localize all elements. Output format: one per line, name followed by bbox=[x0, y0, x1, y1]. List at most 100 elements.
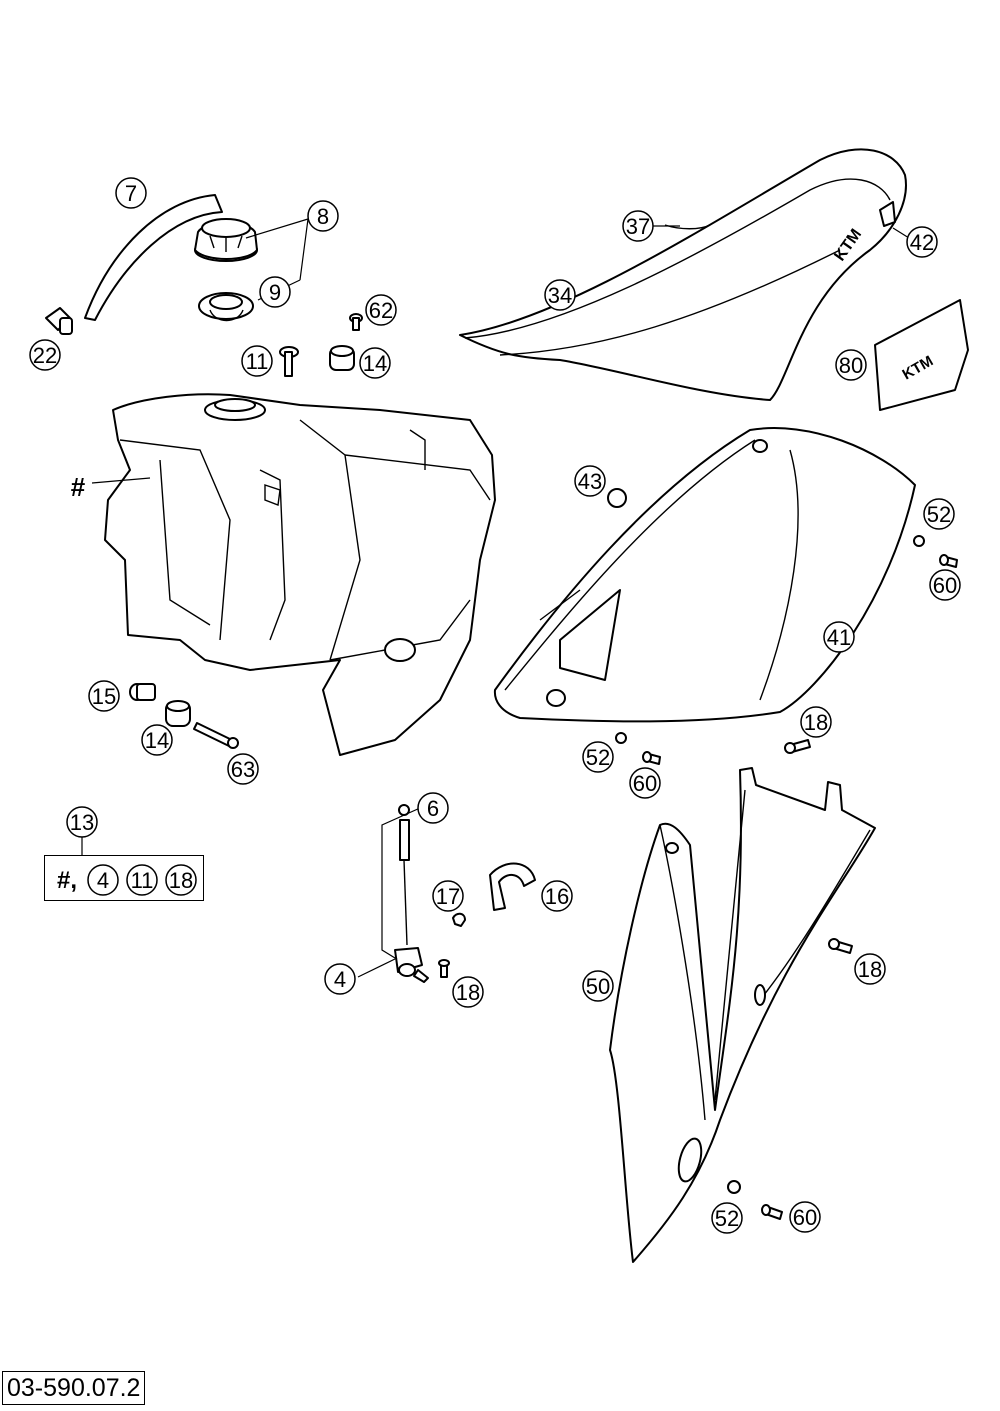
document-code: 03-590.07.2 bbox=[2, 1371, 146, 1405]
callout-22: 22 bbox=[29, 339, 61, 371]
screw-60-b bbox=[642, 751, 661, 765]
svg-text:11: 11 bbox=[246, 349, 269, 374]
svg-text:60: 60 bbox=[793, 1205, 817, 1230]
washer-52-a bbox=[913, 535, 925, 547]
svg-text:50: 50 bbox=[586, 974, 610, 999]
screw-62 bbox=[349, 313, 363, 331]
svg-text:63: 63 bbox=[231, 757, 255, 782]
svg-text:18: 18 bbox=[169, 868, 193, 893]
svg-text:18: 18 bbox=[456, 980, 480, 1005]
svg-text:#: # bbox=[71, 472, 86, 502]
washer-52-c bbox=[727, 1180, 741, 1194]
svg-text:52: 52 bbox=[927, 502, 951, 527]
tank-cap bbox=[194, 218, 258, 262]
callout-17: 17 bbox=[432, 880, 464, 912]
kit-contents: #, 4 11 18 bbox=[57, 864, 197, 896]
collar-15 bbox=[129, 683, 156, 701]
seat: KTM bbox=[459, 148, 907, 401]
bushing-14-top bbox=[329, 345, 355, 371]
kit-item-4: 4 bbox=[87, 864, 119, 896]
svg-text:37: 37 bbox=[626, 214, 650, 239]
svg-text:4: 4 bbox=[97, 868, 109, 893]
fuel-hose bbox=[84, 194, 223, 321]
svg-text:60: 60 bbox=[933, 573, 957, 598]
callout-62: 62 bbox=[365, 294, 397, 326]
cap-seal bbox=[198, 292, 254, 322]
svg-text:43: 43 bbox=[578, 469, 602, 494]
callout-80: 80 bbox=[835, 349, 867, 381]
kit-contents-box: #, 4 11 18 bbox=[44, 855, 204, 901]
side-cover bbox=[609, 767, 876, 1263]
callout-14-top: 14 bbox=[359, 347, 391, 379]
fuel-hose-elbow bbox=[489, 862, 536, 911]
callout-14-bottom: 14 bbox=[141, 724, 173, 756]
callout-60-a: 60 bbox=[929, 569, 961, 601]
svg-text:62: 62 bbox=[369, 298, 393, 323]
svg-text:41: 41 bbox=[827, 625, 851, 650]
callout-43: 43 bbox=[574, 465, 606, 497]
svg-text:16: 16 bbox=[545, 884, 569, 909]
callout-8: 8 bbox=[307, 200, 339, 232]
tank-spoiler bbox=[493, 427, 916, 723]
svg-text:60: 60 bbox=[633, 771, 657, 796]
callout-52-c: 52 bbox=[711, 1202, 743, 1234]
svg-text:22: 22 bbox=[33, 343, 57, 368]
kit-prefix: #, bbox=[57, 867, 77, 894]
svg-text:52: 52 bbox=[586, 745, 610, 770]
svg-text:80: 80 bbox=[839, 353, 863, 378]
svg-text:34: 34 bbox=[548, 283, 572, 308]
callout-4: 4 bbox=[324, 963, 356, 995]
callout-9: 9 bbox=[259, 276, 291, 308]
callout-11: 11 bbox=[241, 345, 273, 377]
screw-60-a bbox=[939, 554, 958, 568]
fuel-tank bbox=[104, 393, 496, 756]
svg-text:6: 6 bbox=[427, 796, 439, 821]
callout-13: 13 bbox=[66, 806, 98, 838]
svg-text:18: 18 bbox=[804, 710, 828, 735]
callout-6: 6 bbox=[417, 792, 449, 824]
svg-text:42: 42 bbox=[910, 230, 934, 255]
callout-hash: # bbox=[71, 472, 86, 502]
fuel-tap bbox=[394, 804, 429, 983]
svg-text:14: 14 bbox=[363, 351, 387, 376]
callout-52-a: 52 bbox=[923, 498, 955, 530]
callout-34: 34 bbox=[544, 279, 576, 311]
svg-text:52: 52 bbox=[715, 1206, 739, 1231]
leader-lines bbox=[81, 218, 910, 978]
callout-7: 7 bbox=[115, 177, 147, 209]
svg-text:13: 13 bbox=[70, 810, 94, 835]
callout-50: 50 bbox=[582, 970, 614, 1002]
hose-fitting bbox=[45, 307, 73, 335]
svg-text:15: 15 bbox=[92, 684, 116, 709]
washer-52-b bbox=[615, 732, 627, 744]
callout-60-c: 60 bbox=[789, 1201, 821, 1233]
screw-18-b bbox=[828, 938, 853, 954]
screw-18-a bbox=[784, 739, 811, 754]
seat-cover: KTM bbox=[874, 299, 969, 411]
plug-11 bbox=[279, 346, 299, 377]
screw-60-c bbox=[761, 1204, 783, 1220]
callout-18-b: 18 bbox=[452, 976, 484, 1008]
kit-item-11: 11 bbox=[126, 864, 158, 896]
hose-clamp bbox=[452, 912, 466, 927]
callout-60-b: 60 bbox=[629, 767, 661, 799]
svg-text:18: 18 bbox=[858, 957, 882, 982]
callout-18-a: 18 bbox=[800, 706, 832, 738]
callout-15: 15 bbox=[88, 680, 120, 712]
callout-63: 63 bbox=[227, 753, 259, 785]
callout-52-b: 52 bbox=[582, 741, 614, 773]
callout-41: 41 bbox=[823, 621, 855, 653]
svg-text:7: 7 bbox=[125, 181, 137, 206]
svg-text:8: 8 bbox=[317, 204, 329, 229]
grommet-43 bbox=[607, 488, 627, 508]
svg-text:17: 17 bbox=[436, 884, 460, 909]
svg-text:4: 4 bbox=[334, 967, 346, 992]
svg-text:9: 9 bbox=[269, 280, 281, 305]
svg-text:11: 11 bbox=[131, 868, 154, 893]
svg-text:14: 14 bbox=[145, 728, 169, 753]
bolt-63 bbox=[193, 722, 239, 749]
bushing-14-bottom bbox=[165, 700, 191, 727]
screw-18-c bbox=[438, 959, 450, 978]
callout-18-c: 18 bbox=[854, 953, 886, 985]
